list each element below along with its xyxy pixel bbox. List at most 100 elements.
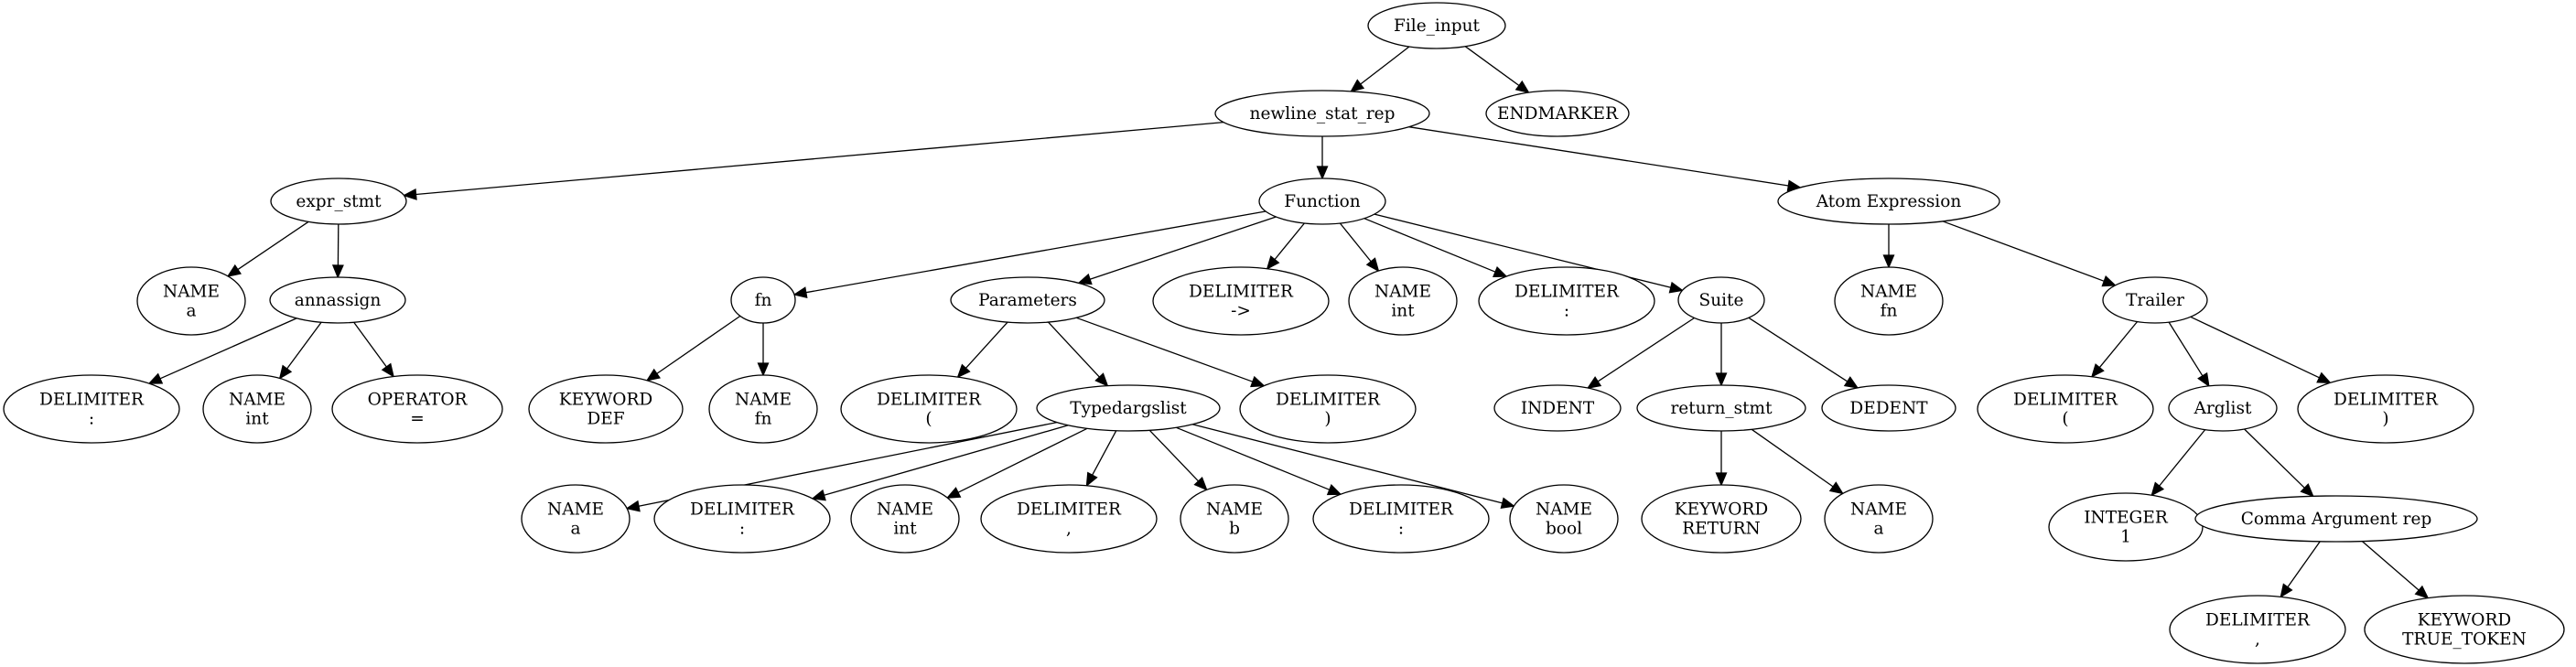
node-ellipse bbox=[850, 484, 960, 554]
edge-parameters-to-typedargslist bbox=[1048, 321, 1109, 387]
node-ellipse bbox=[1239, 374, 1417, 444]
node-label-line: Atom Expression bbox=[1816, 192, 1962, 211]
edge-annassign-to-name_int_1 bbox=[278, 321, 322, 380]
node-label-line: fn bbox=[755, 291, 772, 310]
arrowhead-icon bbox=[1266, 255, 1280, 270]
node-ellipse bbox=[521, 484, 631, 554]
node-delim-rparen-2: DELIMITER) bbox=[2297, 374, 2474, 444]
node-ellipse bbox=[1977, 374, 2154, 444]
edge-function-to-parameters bbox=[1077, 216, 1277, 285]
arrowhead-icon bbox=[278, 364, 293, 380]
node-ellipse bbox=[1677, 276, 1765, 324]
edge-file_input-to-endmarker bbox=[1464, 46, 1530, 94]
arrowhead-icon bbox=[956, 363, 971, 379]
node-label-line: Arglist bbox=[2193, 399, 2252, 418]
node-label-line: NAME bbox=[1374, 283, 1431, 302]
node-ellipse bbox=[950, 276, 1105, 324]
edge-line bbox=[805, 210, 1266, 294]
edge-suite-to-indent bbox=[1586, 317, 1695, 390]
node-label-line: NAME bbox=[1206, 500, 1263, 520]
arrowhead-icon bbox=[2150, 481, 2165, 497]
edge-function-to-delim_colon_4 bbox=[1363, 218, 1508, 277]
node-label-line: Comma Argument rep bbox=[2241, 510, 2432, 529]
edge-line bbox=[159, 317, 297, 380]
arrowhead-icon bbox=[1350, 79, 1365, 92]
node-ellipse bbox=[1478, 266, 1655, 336]
edge-layer bbox=[147, 46, 2430, 599]
node-label-line: ( bbox=[2062, 410, 2068, 429]
node-delim-comma-1: DELIMITER, bbox=[980, 484, 1158, 554]
edge-fn-to-keyword_def bbox=[645, 315, 741, 382]
node-label-line: a bbox=[186, 302, 196, 321]
node-label-line: TRUE_TOKEN bbox=[2402, 630, 2527, 650]
node-ellipse bbox=[1214, 90, 1430, 137]
edge-line bbox=[824, 425, 1069, 496]
node-label-line: expr_stmt bbox=[296, 192, 382, 211]
node-ellipse bbox=[331, 374, 503, 444]
node-ellipse bbox=[1777, 178, 2000, 225]
node-label-line: KEYWORD bbox=[1675, 500, 1768, 520]
node-label-line: bool bbox=[1546, 520, 1582, 539]
node-ellipse bbox=[840, 374, 1018, 444]
node-label-line: annassign bbox=[295, 291, 382, 310]
node-endmarker: ENDMARKER bbox=[1485, 90, 1630, 137]
node-label-line: File_input bbox=[1394, 16, 1480, 36]
edge-newline_stat_rep-to-expr_stmt bbox=[402, 121, 1224, 200]
edge-newline_stat_rep-to-function bbox=[1316, 136, 1329, 180]
node-label-line: a bbox=[570, 520, 580, 539]
arrowhead-icon bbox=[1326, 484, 1342, 496]
node-suite: Suite bbox=[1677, 276, 1765, 324]
node-delim-arrow: DELIMITER-> bbox=[1152, 266, 1330, 336]
arrowhead-icon bbox=[1193, 476, 1208, 491]
edge-line bbox=[2361, 541, 2420, 591]
node-typedargslist: Typedargslist bbox=[1036, 384, 1221, 432]
node-label-line: NAME bbox=[1536, 500, 1592, 520]
node-ellipse bbox=[2168, 384, 2278, 432]
arrowhead-icon bbox=[1493, 265, 1508, 277]
edge-atom_expression-to-name_fn_2 bbox=[1882, 224, 1895, 269]
node-delim-colon-2: DELIMITER: bbox=[653, 484, 831, 554]
node-ellipse bbox=[528, 374, 684, 444]
node-label-line: KEYWORD bbox=[2418, 611, 2511, 630]
node-label-line: NAME bbox=[163, 283, 220, 302]
arrowhead-icon bbox=[1715, 372, 1728, 387]
edge-parameters-to-delim_lparen_1 bbox=[956, 321, 1008, 379]
arrowhead-icon bbox=[1500, 497, 1515, 509]
arrowhead-icon bbox=[2101, 275, 2118, 287]
node-ellipse bbox=[980, 484, 1158, 554]
arrowhead-icon bbox=[645, 368, 661, 382]
node-label-line: RETURN bbox=[1682, 520, 1760, 539]
node-label-line: NAME bbox=[229, 391, 286, 410]
node-label-line: , bbox=[1066, 520, 1072, 539]
node-label-line: , bbox=[2255, 630, 2260, 650]
node-ellipse bbox=[136, 266, 246, 336]
node-label-line: : bbox=[89, 410, 94, 429]
edge-typedargslist-to-delim_colon_3 bbox=[1176, 426, 1342, 496]
node-label-line: ) bbox=[1324, 410, 1331, 429]
node-label-line: fn bbox=[755, 410, 772, 429]
edge-line bbox=[1076, 317, 1254, 382]
node-file-input: File_input bbox=[1367, 2, 1506, 49]
node-operator-eq: OPERATOR= bbox=[331, 374, 503, 444]
edge-arglist-to-comma_argument_rep bbox=[2244, 428, 2314, 498]
node-comma-argument-rep: Comma Argument rep bbox=[2194, 495, 2478, 543]
node-label-line: ) bbox=[2382, 410, 2388, 429]
node-return-stmt: return_stmt bbox=[1636, 384, 1806, 432]
node-label-line: Typedargslist bbox=[1070, 399, 1187, 418]
node-label-line: a bbox=[1873, 520, 1883, 539]
edge-line bbox=[353, 321, 387, 368]
node-expr-stmt: expr_stmt bbox=[270, 178, 407, 225]
node-ellipse bbox=[1641, 484, 1802, 554]
edge-line bbox=[1339, 222, 1372, 263]
edge-typedargslist-to-name_b bbox=[1148, 429, 1208, 491]
node-ellipse bbox=[2297, 374, 2474, 444]
edge-line bbox=[1176, 426, 1331, 490]
edge-line bbox=[1942, 221, 2105, 282]
